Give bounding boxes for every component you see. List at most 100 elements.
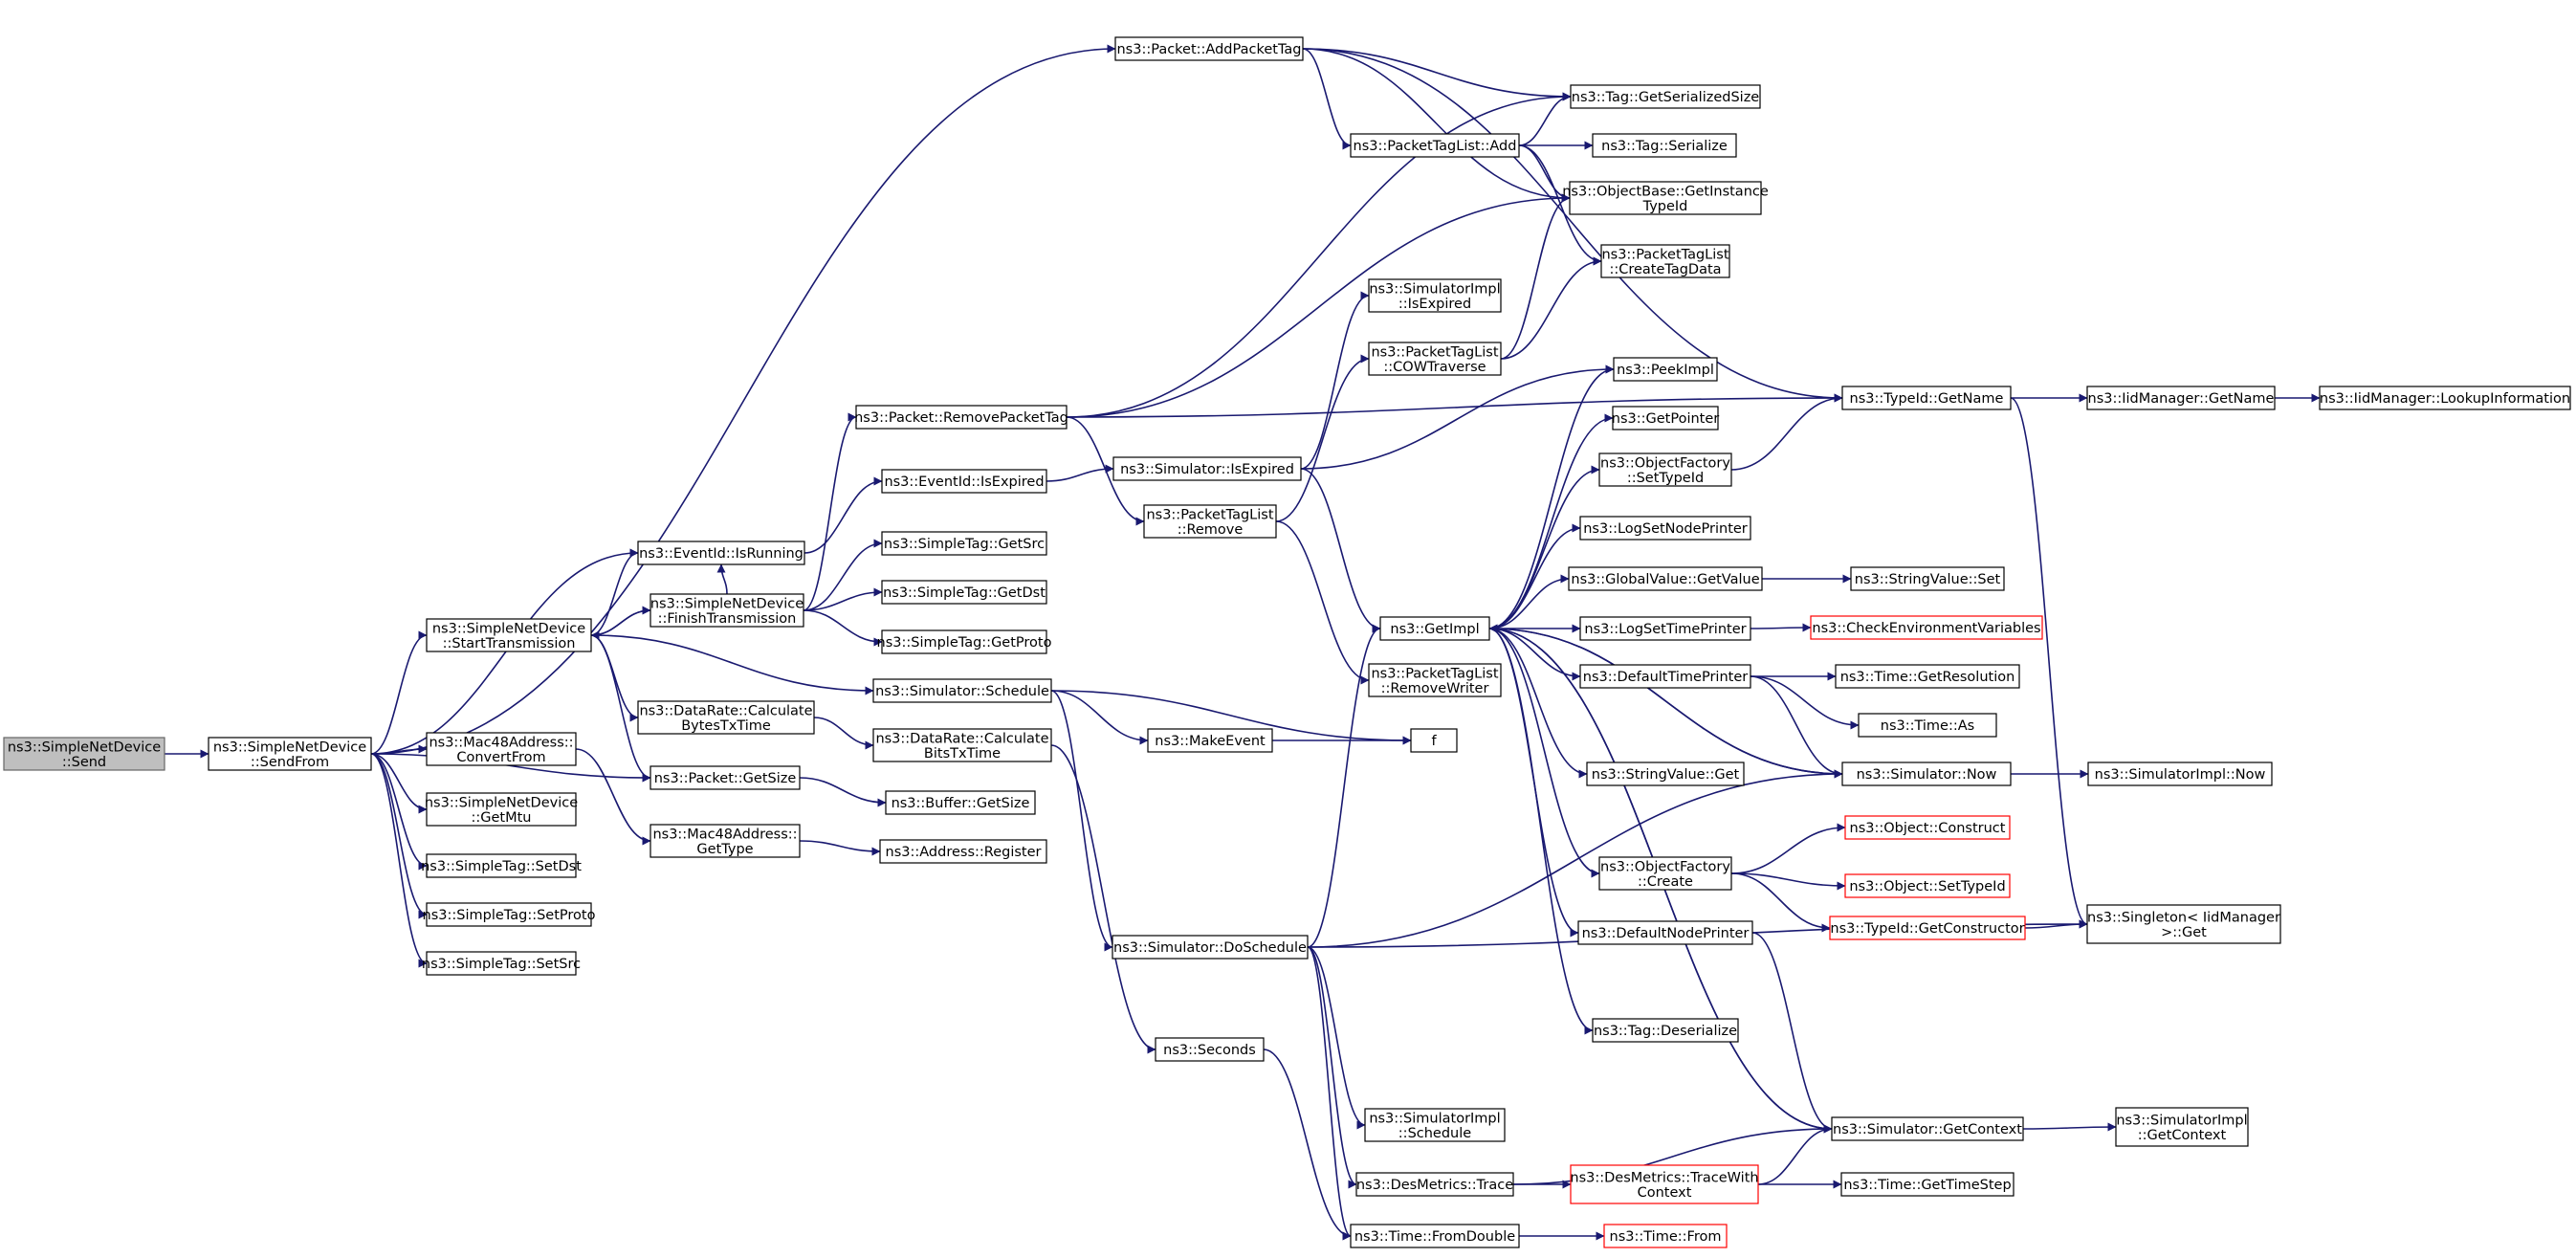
node-doschedule[interactable]: ns3::Simulator::DoSchedule <box>1112 935 1309 960</box>
node-makeevent[interactable]: ns3::MakeEvent <box>1147 728 1273 753</box>
node-iidgetname[interactable]: ns3::IidManager::GetName <box>2086 386 2276 410</box>
node-box <box>1350 133 1520 158</box>
node-desmtrace[interactable]: ns3::DesMetrics::Trace <box>1355 1172 1514 1197</box>
node-svset[interactable]: ns3::StringValue::Set <box>1850 566 2005 591</box>
node-box <box>1592 1018 1739 1043</box>
edge-logsettime-to-checkenv <box>1750 623 1812 632</box>
node-label: ::GetContext <box>2138 1128 2227 1143</box>
node-label: ns3::PacketTagList <box>1371 344 1498 360</box>
node-schedule[interactable]: ns3::Simulator::Schedule <box>872 678 1052 703</box>
node-label: TypeId <box>1642 199 1688 214</box>
node-getmtu[interactable]: ns3::SimpleNetDevice::GetMtu <box>425 792 578 827</box>
node-cowtraverse[interactable]: ns3::PacketTagList::COWTraverse <box>1368 342 1502 376</box>
node-starttx[interactable]: ns3::SimpleNetDevice::StartTransmission <box>426 618 592 652</box>
node-svget[interactable]: ns3::StringValue::Get <box>1586 761 1745 786</box>
node-deftimeprinter[interactable]: ns3::DefaultTimePrinter <box>1579 664 1751 689</box>
node-bufgetsize[interactable]: ns3::Buffer::GetSize <box>885 790 1036 815</box>
node-timegetres[interactable]: ns3::Time::GetResolution <box>1835 664 2020 689</box>
edge-doschedule-to-desmtrace <box>1307 946 1357 1189</box>
node-f[interactable]: f <box>1410 728 1458 753</box>
node-seconds[interactable]: ns3::Seconds <box>1155 1037 1265 1062</box>
node-simnow[interactable]: ns3::Simulator::Now <box>1841 761 2012 786</box>
node-logsetnode[interactable]: ns3::LogSetNodePrinter <box>1579 516 1751 541</box>
node-box <box>1577 920 1753 945</box>
edge-pktgetsize-to-bufgetsize <box>799 777 887 807</box>
node-ptlcreate[interactable]: ns3::PacketTagList::CreateTagData <box>1600 244 1730 278</box>
node-ptlremove[interactable]: ns3::PacketTagList::Remove <box>1143 504 1277 539</box>
node-ptladd[interactable]: ns3::PacketTagList::Add <box>1350 133 1520 158</box>
node-label: ::SendFrom <box>251 755 329 770</box>
node-box <box>426 618 592 652</box>
node-box <box>1579 516 1751 541</box>
node-setsrc[interactable]: ns3::SimpleTag::SetSrc <box>422 951 581 976</box>
node-defnodeprinter[interactable]: ns3::DefaultNodePrinter <box>1577 920 1753 945</box>
node-isrunning[interactable]: ns3::EventId::IsRunning <box>637 541 805 565</box>
node-singleton[interactable]: ns3::Singleton< IidManager>::Get <box>2086 904 2281 944</box>
node-setdst[interactable]: ns3::SimpleTag::SetDst <box>421 853 582 878</box>
node-rmpkttag[interactable]: ns3::Packet::RemovePacketTag <box>854 405 1068 430</box>
node-peekimpl[interactable]: ns3::PeekImpl <box>1613 357 1718 382</box>
node-timeas[interactable]: ns3::Time::As <box>1858 713 1997 738</box>
node-objsettypeid[interactable]: ns3::Object::SetTypeId <box>1844 873 2011 898</box>
node-ofsettypeid[interactable]: ns3::ObjectFactory::SetTypeId <box>1598 452 1732 487</box>
node-getproto[interactable]: ns3::SimpleTag::GetProto <box>877 629 1052 654</box>
node-tidgetname[interactable]: ns3::TypeId::GetName <box>1841 386 2012 410</box>
node-label: ns3::Tag::GetSerializedSize <box>1572 90 1760 105</box>
node-tidgetctor[interactable]: ns3::TypeId::GetConstructor <box>1829 916 2026 940</box>
node-logsettime[interactable]: ns3::LogSetTimePrinter <box>1579 616 1751 641</box>
edge-eidisexp-to-simisexp <box>1046 464 1114 482</box>
node-tagserialsize[interactable]: ns3::Tag::GetSerializedSize <box>1570 84 1761 109</box>
node-getimpl[interactable]: ns3::GetImpl <box>1379 616 1490 641</box>
node-timegetstep[interactable]: ns3::Time::GetTimeStep <box>1840 1172 2015 1197</box>
node-setproto[interactable]: ns3::SimpleTag::SetProto <box>423 902 596 927</box>
node-tagserialize[interactable]: ns3::Tag::Serialize <box>1592 133 1737 158</box>
node-ofcreate[interactable]: ns3::ObjectFactory::Create <box>1598 856 1732 891</box>
node-getpointer[interactable]: ns3::GetPointer <box>1612 406 1720 430</box>
node-label: ns3::StringValue::Set <box>1855 572 2001 587</box>
node-label: ns3::EventId::IsRunning <box>639 546 804 562</box>
node-label: ns3::Simulator::Schedule <box>875 684 1049 699</box>
edge-cowtraverse-to-ptlcreate <box>1500 256 1602 360</box>
node-label: ::StartTransmission <box>443 636 576 651</box>
node-addrreg[interactable]: ns3::Address::Register <box>879 839 1047 864</box>
node-box <box>1598 452 1732 487</box>
node-box <box>855 405 1068 430</box>
node-simisexp[interactable]: ns3::Simulator::IsExpired <box>1112 456 1302 481</box>
node-gvgetvalue[interactable]: ns3::GlobalValue::GetValue <box>1568 566 1763 591</box>
node-eidisexp[interactable]: ns3::EventId::IsExpired <box>881 469 1047 494</box>
node-getdst[interactable]: ns3::SimpleTag::GetDst <box>881 580 1047 605</box>
node-label: ns3::Mac48Address:: <box>429 735 573 750</box>
node-simimplsched[interactable]: ns3::SimulatorImpl::Schedule <box>1364 1108 1506 1142</box>
node-iidlookup[interactable]: ns3::IidManager::LookupInformation <box>2319 386 2571 410</box>
edge-getimpl-to-ofsettypeid <box>1488 465 1600 629</box>
node-simimplisexp[interactable]: ns3::SimulatorImpl::IsExpired <box>1368 278 1502 313</box>
node-label: ns3::SimpleNetDevice <box>213 739 366 755</box>
node-box <box>1368 663 1502 697</box>
node-checkenv[interactable]: ns3::CheckEnvironmentVariables <box>1810 615 2043 640</box>
node-box <box>1364 1108 1506 1142</box>
node-finishtx[interactable]: ns3::SimpleNetDevice::FinishTransmission <box>650 593 804 628</box>
node-box <box>1850 566 2005 591</box>
node-simimplnow[interactable]: ns3::SimulatorImpl::Now <box>2087 761 2273 786</box>
node-simimplgetctx[interactable]: ns3::SimulatorImpl::GetContext <box>2115 1107 2249 1147</box>
node-m48gettype[interactable]: ns3::Mac48Address::GetType <box>650 824 801 858</box>
node-timefrom[interactable]: ns3::Time::From <box>1603 1224 1728 1248</box>
node-label: ns3::SimpleTag::GetDst <box>883 585 1046 601</box>
node-send[interactable]: ns3::SimpleNetDevice::Send <box>3 737 165 771</box>
node-getsrc[interactable]: ns3::SimpleTag::GetSrc <box>881 531 1047 556</box>
node-box <box>1143 504 1277 539</box>
node-sendfrom[interactable]: ns3::SimpleNetDevice::SendFrom <box>208 737 372 771</box>
node-convfrom[interactable]: ns3::Mac48Address::ConvertFrom <box>426 732 577 766</box>
node-objconstruct[interactable]: ns3::Object::Construct <box>1844 815 2011 840</box>
node-rmwriter[interactable]: ns3::PacketTagList::RemoveWriter <box>1368 663 1502 697</box>
node-addpkttag[interactable]: ns3::Packet::AddPacketTag <box>1114 36 1304 61</box>
node-label: ns3::DataRate::Calculate <box>639 703 812 718</box>
node-pktgetsize[interactable]: ns3::Packet::GetSize <box>650 765 801 790</box>
node-simgetctx[interactable]: ns3::Simulator::GetContext <box>1831 1116 2024 1141</box>
node-fromdouble[interactable]: ns3::Time::FromDouble <box>1350 1224 1520 1248</box>
node-tagdeser[interactable]: ns3::Tag::Deserialize <box>1592 1018 1739 1043</box>
